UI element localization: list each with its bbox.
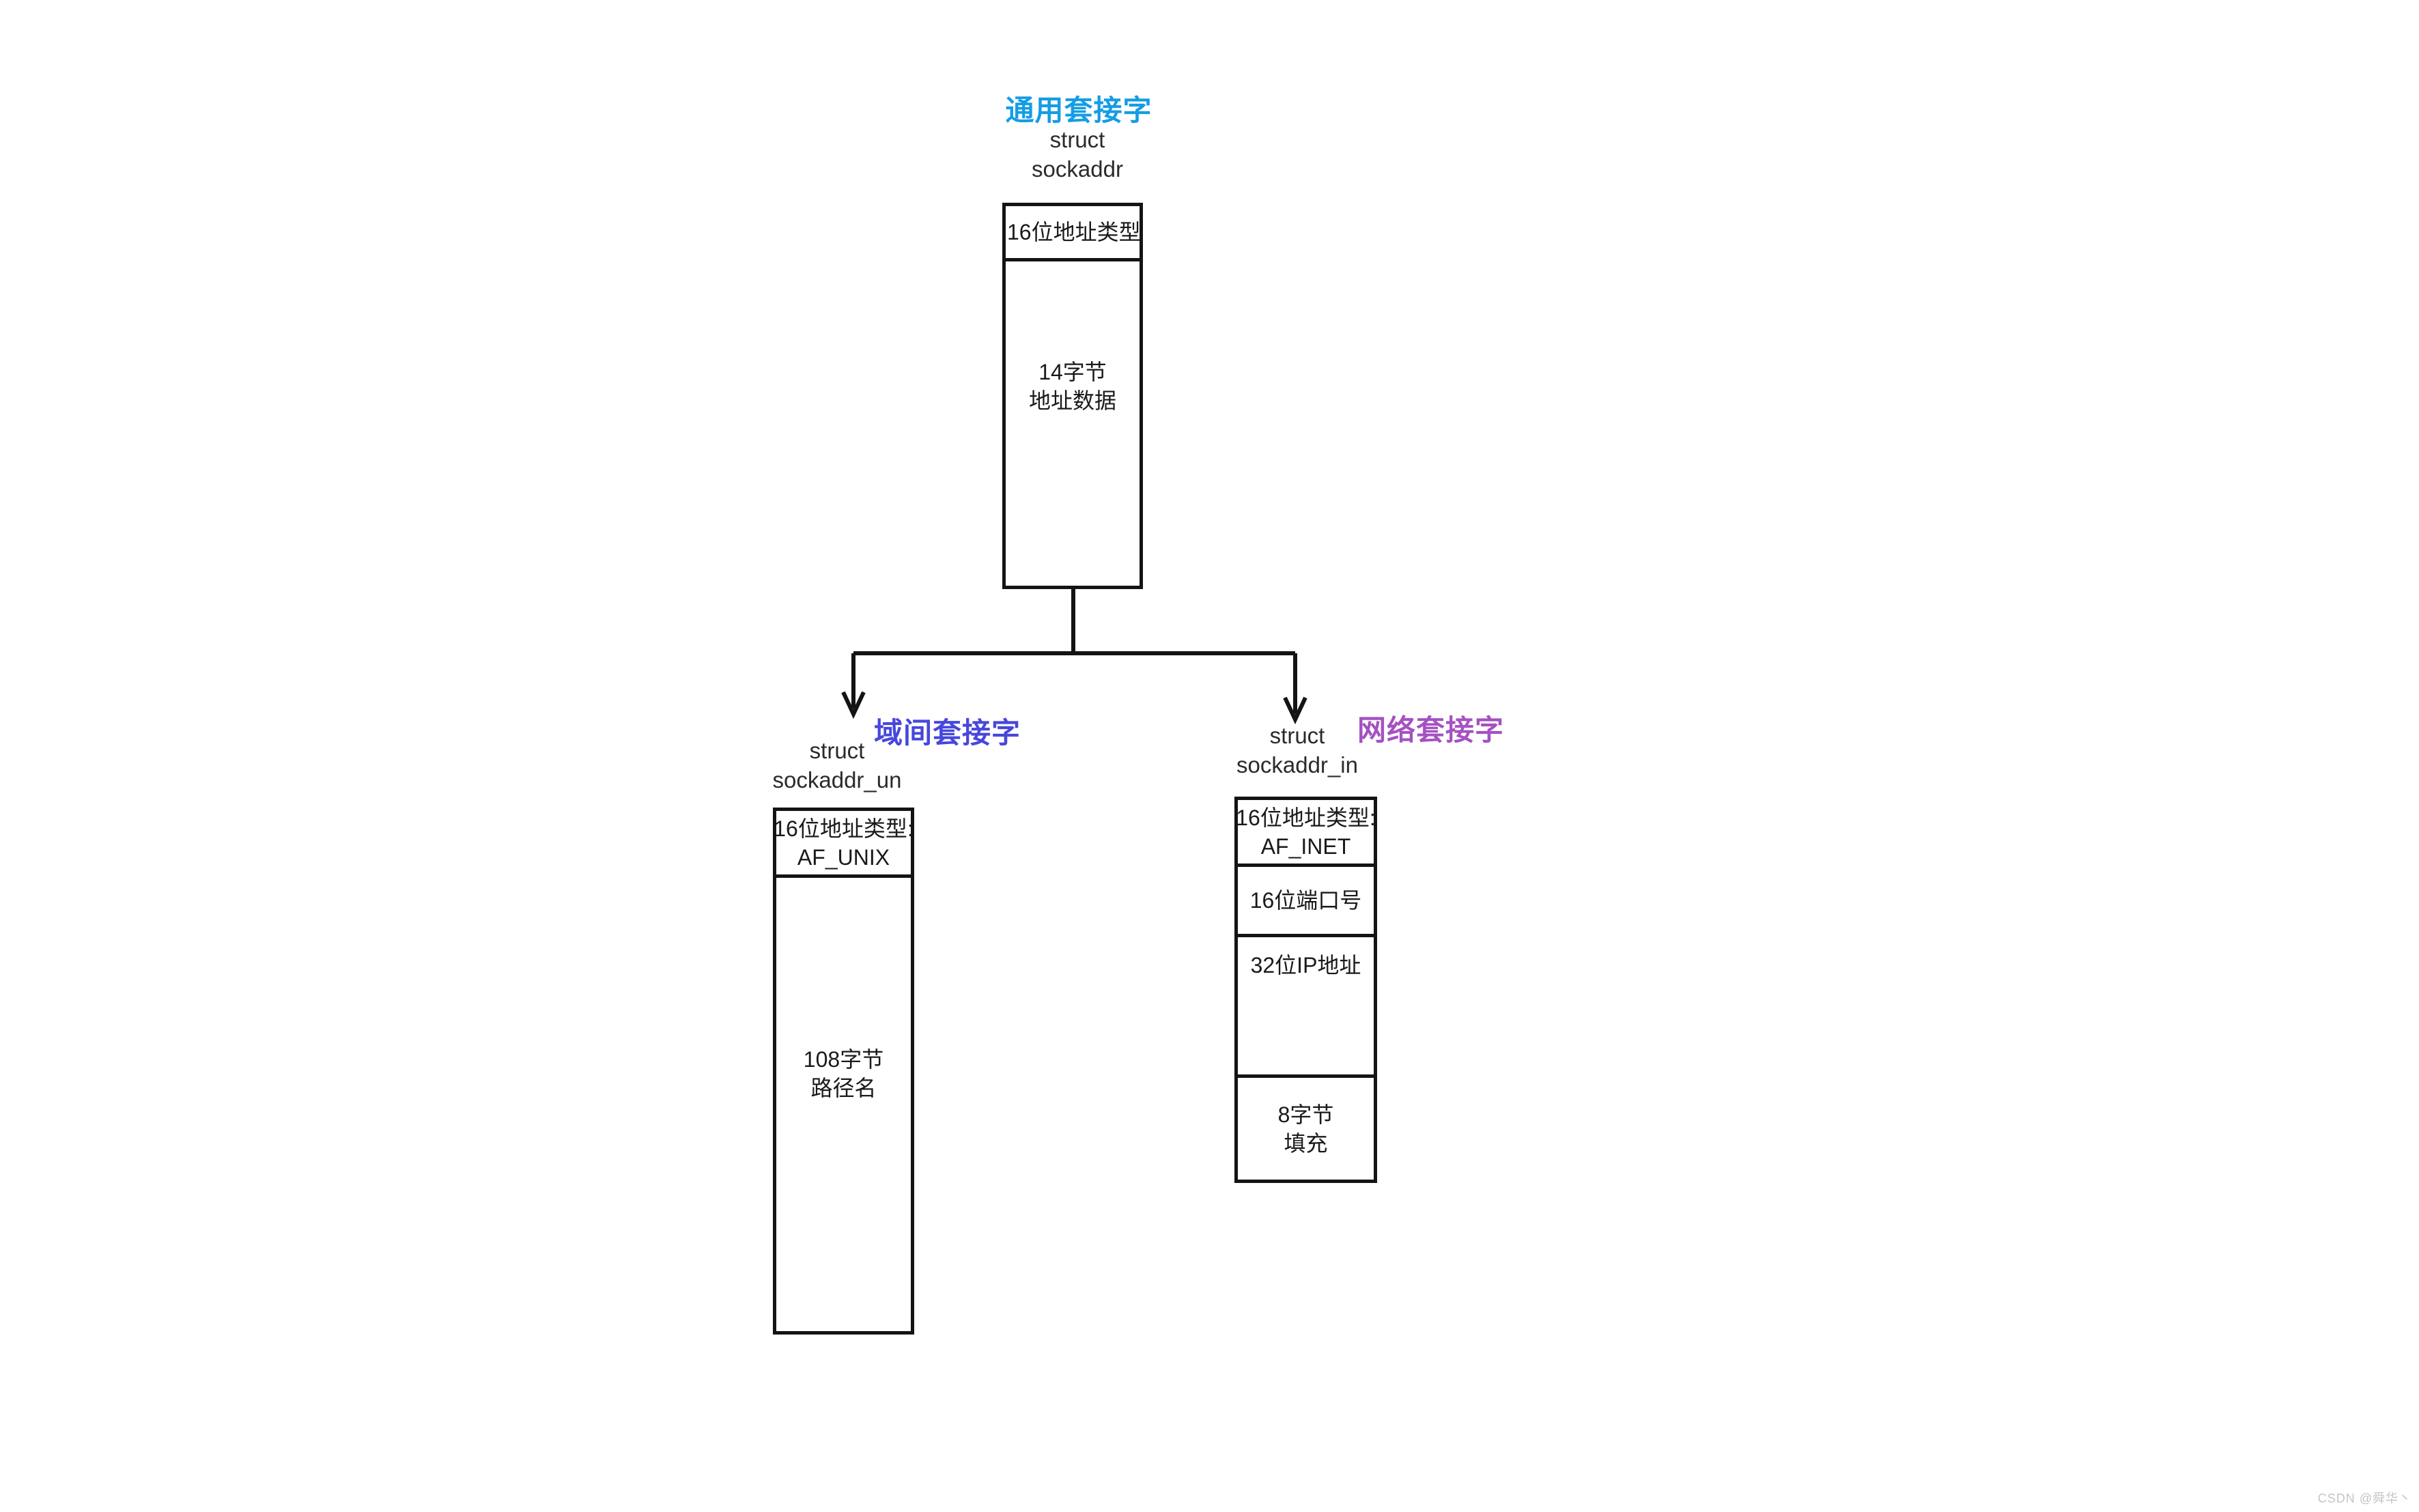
inet-cell-port-text: 16位端口号	[1249, 888, 1362, 913]
inet-cell-address-type-line2: AF_INET	[1260, 833, 1351, 859]
generic-cell-address-type-text: 16位地址类型	[1007, 220, 1141, 244]
inet-cell-address-type-line1: 16位地址类型:	[1236, 805, 1376, 830]
generic-struct-name-line1: struct	[1049, 127, 1105, 152]
unix-cell-pathname-text: 108字节 路径名	[804, 1045, 883, 1102]
inet-struct-name-line2: sockaddr_in	[1236, 752, 1358, 778]
generic-cell-address-data: 14字节 地址数据	[1006, 261, 1140, 586]
csdn-watermark: CSDN @舜华丶	[2317, 1492, 2411, 1505]
generic-struct-name: struct sockaddr	[975, 125, 1180, 184]
inet-cell-ip-text: 32位IP地址	[1250, 953, 1361, 978]
inet-sockaddr-box: 16位地址类型: AF_INET 16位端口号 32位IP地址 8字节 填充	[1234, 797, 1377, 1183]
generic-cell-address-data-line2: 地址数据	[1028, 388, 1116, 413]
unix-cell-pathname: 108字节 路径名	[776, 878, 911, 1331]
inet-cell-padding-line1: 8字节	[1277, 1102, 1334, 1127]
branch-connector-arrows	[841, 587, 1307, 725]
left-arrowhead-icon	[841, 691, 866, 719]
unix-socket-title: 域间套接字	[874, 717, 1021, 749]
inet-cell-port: 16位端口号	[1238, 867, 1374, 937]
unix-struct-name-line2: sockaddr_un	[772, 767, 902, 793]
inet-socket-title: 网络套接字	[1357, 714, 1505, 746]
generic-cell-address-data-line1: 14字节	[1038, 359, 1107, 384]
right-arrowhead-icon	[1283, 696, 1307, 725]
unix-cell-address-type-line1: 16位地址类型:	[774, 816, 914, 841]
inet-struct-name-line1: struct	[1269, 723, 1325, 748]
generic-sockaddr-box: 16位地址类型 14字节 地址数据	[1002, 203, 1143, 589]
generic-cell-address-data-text: 14字节 地址数据	[1029, 358, 1116, 415]
inet-cell-padding-line2: 填充	[1284, 1130, 1328, 1156]
unix-sockaddr-box: 16位地址类型: AF_UNIX 108字节 路径名	[773, 808, 914, 1335]
unix-struct-name: struct sockaddr_un	[735, 736, 939, 795]
generic-socket-title: 通用套接字	[1005, 94, 1152, 126]
inet-cell-padding: 8字节 填充	[1238, 1078, 1374, 1180]
inet-cell-address-type: 16位地址类型: AF_INET	[1236, 800, 1376, 867]
unix-cell-pathname-line1: 108字节	[803, 1047, 884, 1072]
unix-cell-address-type: 16位地址类型: AF_UNIX	[774, 811, 914, 878]
unix-struct-name-line1: struct	[809, 738, 865, 763]
inet-struct-name: struct sockaddr_in	[1195, 721, 1400, 780]
generic-struct-name-line2: sockaddr	[1032, 156, 1123, 182]
unix-cell-address-type-line2: AF_UNIX	[797, 844, 890, 870]
inet-cell-ip: 32位IP地址	[1238, 937, 1374, 1078]
unix-cell-pathname-line2: 路径名	[810, 1076, 877, 1100]
generic-cell-address-type: 16位地址类型	[1006, 206, 1141, 261]
